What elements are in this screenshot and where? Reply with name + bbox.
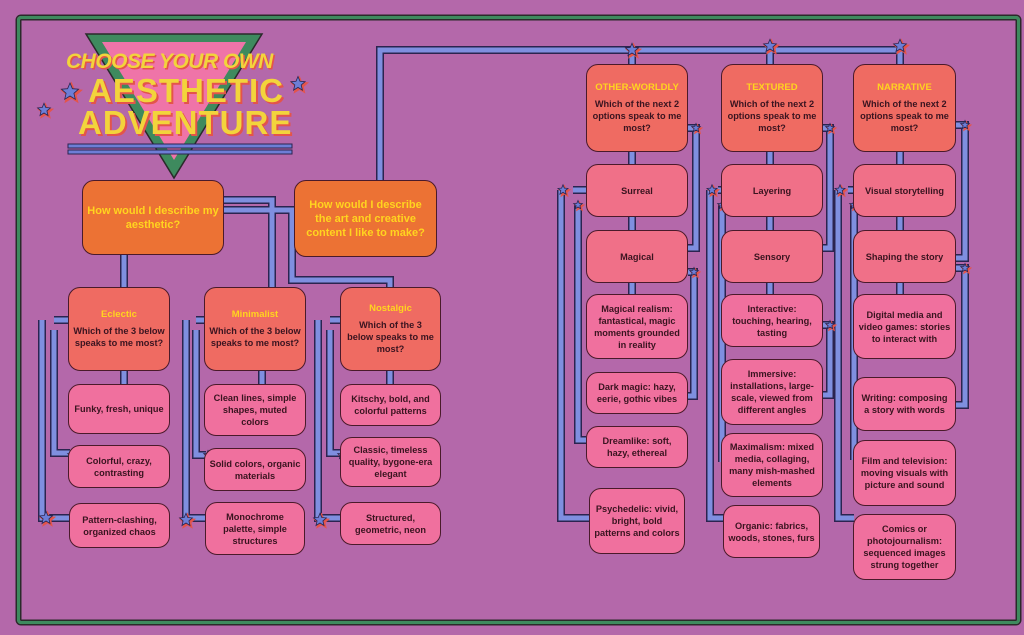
star-icon: [762, 38, 778, 53]
star-icon: [38, 510, 54, 525]
option-box[interactable]: Colorful, crazy, contrasting: [68, 445, 170, 488]
option-box[interactable]: Monochrome palette, simple structures: [205, 502, 305, 555]
branch-narrative[interactable]: NARRATIVE Which of the next 2 options spe…: [853, 64, 956, 152]
option-box[interactable]: Interactive: touching, hearing, tasting: [721, 294, 823, 347]
option-box[interactable]: Classic, timeless quality, bygone-era el…: [340, 437, 441, 487]
option-box[interactable]: Funky, fresh, unique: [68, 384, 170, 434]
sub-option-magical[interactable]: Magical: [586, 230, 688, 283]
root-question-text: How would I describe the art and creativ…: [306, 198, 425, 239]
branch-heading: NARRATIVE: [877, 82, 932, 93]
branch-question: Which of the next 2 options speak to me …: [592, 99, 682, 133]
option-box[interactable]: Film and television: moving visuals with…: [853, 440, 956, 506]
option-box[interactable]: Magical realism: fantastical, magic mome…: [586, 294, 688, 359]
sub-option-sensory[interactable]: Sensory: [721, 230, 823, 283]
root-question-art[interactable]: How would I describe the art and creativ…: [294, 180, 437, 257]
branch-question: Which of the 3 below speaks to me most?: [209, 326, 301, 348]
option-box[interactable]: Writing: composing a story with words: [853, 377, 956, 431]
branch-question: Which of the next 2 options speak to me …: [860, 99, 949, 133]
star-icon: [624, 42, 640, 57]
star-icon: [178, 512, 194, 527]
branch-otherworldly[interactable]: OTHER-WORLDLY Which of the next 2 options…: [586, 64, 688, 152]
title-line-3: ADVENTURE: [78, 104, 293, 141]
option-box[interactable]: Psychedelic: vivid, bright, bold pattern…: [589, 488, 685, 554]
sub-option-shaping-the-story[interactable]: Shaping the story: [853, 230, 956, 283]
option-box[interactable]: Comics or photojournalism: sequenced ima…: [853, 514, 956, 580]
option-box[interactable]: Pattern-clashing, organized chaos: [69, 503, 170, 548]
sub-option-surreal[interactable]: Surreal: [586, 164, 688, 217]
title-block: CHOOSE YOUR OWN AESTHETIC ADVENTURE: [0, 0, 340, 170]
title-line-2: AESTHETIC: [88, 72, 285, 109]
star-icon: [572, 199, 584, 210]
star-icon: [824, 122, 836, 133]
option-box[interactable]: Immersive: installations, large-scale, v…: [721, 359, 823, 425]
star-icon: [959, 119, 971, 130]
sub-option-visual-storytelling[interactable]: Visual storytelling: [853, 164, 956, 217]
branch-heading: Minimalist: [231, 309, 279, 320]
star-icon: [690, 122, 702, 133]
star-icon: [36, 102, 52, 117]
root-question-text: How would I describe my aesthetic?: [87, 204, 219, 231]
option-box[interactable]: Structured, geometric, neon: [340, 502, 441, 545]
branch-question: Which of the 3 below speaks to me most?: [73, 326, 165, 348]
option-box[interactable]: Kitschy, bold, and colorful patterns: [340, 384, 441, 426]
option-box[interactable]: Maximalism: mixed media, collaging, many…: [721, 433, 823, 497]
option-box[interactable]: Clean lines, simple shapes, muted colors: [204, 384, 306, 436]
option-box[interactable]: Dark magic: hazy, eerie, gothic vibes: [586, 372, 688, 414]
option-box[interactable]: Solid colors, organic materials: [204, 448, 306, 491]
branch-heading: Nostalgic: [369, 303, 412, 314]
star-icon: [312, 512, 328, 527]
branch-question: Which of the next 2 options speak to me …: [727, 99, 817, 133]
star-icon: [833, 183, 847, 196]
branch-heading: OTHER-WORLDLY: [595, 82, 679, 93]
title-line-1: CHOOSE YOUR OWN: [66, 50, 273, 73]
branch-heading: Eclectic: [101, 309, 137, 320]
branch-textured[interactable]: TEXTURED Which of the next 2 options spea…: [721, 64, 823, 152]
star-icon: [824, 319, 836, 330]
option-box[interactable]: Organic: fabrics, woods, stones, furs: [723, 505, 820, 558]
title-triangle: [67, 33, 293, 180]
star-icon: [60, 81, 80, 101]
sub-option-layering[interactable]: Layering: [721, 164, 823, 217]
star-icon: [892, 38, 908, 53]
branch-question: Which of the 3 below speaks to me most?: [347, 320, 434, 354]
star-icon: [688, 266, 700, 277]
branch-heading: TEXTURED: [746, 82, 798, 93]
star-icon: [705, 183, 719, 196]
root-question-aesthetic[interactable]: How would I describe my aesthetic?: [82, 180, 224, 255]
option-box[interactable]: Digital media and video games: stories t…: [853, 294, 956, 359]
star-icon: [959, 262, 971, 273]
star-icon: [556, 183, 570, 196]
option-box[interactable]: Dreamlike: soft, hazy, ethereal: [586, 426, 688, 468]
border-frame: [17, 16, 1020, 624]
star-icon: [289, 75, 307, 91]
